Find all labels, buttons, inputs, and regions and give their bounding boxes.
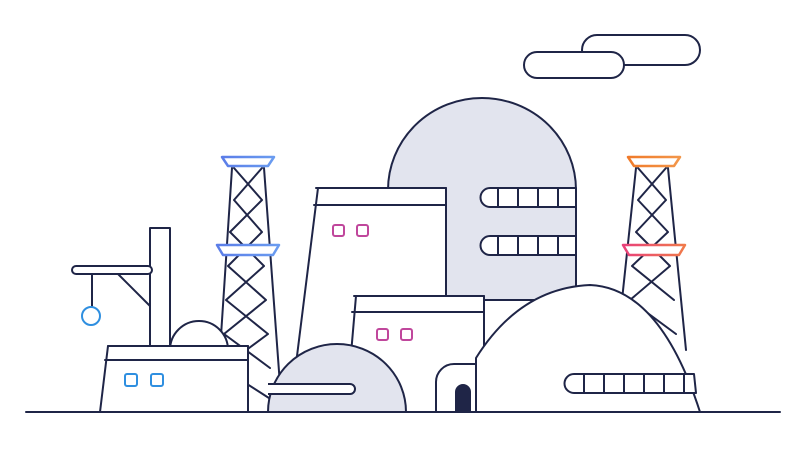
dome-vent-front	[563, 373, 697, 394]
window-blue-icon	[150, 373, 164, 387]
dome-vent-upper	[479, 187, 577, 208]
lattice-tower-right-icon	[621, 155, 687, 351]
crane-icon	[71, 227, 171, 359]
crane-hook-icon	[81, 306, 101, 326]
small-grey-dome-icon	[267, 343, 407, 413]
door-icon	[455, 384, 471, 412]
dome-vent-lower	[479, 235, 577, 256]
cloud-icon	[523, 34, 701, 79]
window-pink-icon	[376, 328, 389, 341]
window-blue-icon	[124, 373, 138, 387]
small-dome-icon	[169, 320, 229, 351]
left-building-icon	[99, 345, 249, 413]
lattice-tower-left-icon	[215, 155, 283, 413]
window-pink-icon	[400, 328, 413, 341]
large-dome-icon	[475, 284, 701, 413]
window-pink-icon	[356, 224, 369, 237]
window-pink-icon	[332, 224, 345, 237]
